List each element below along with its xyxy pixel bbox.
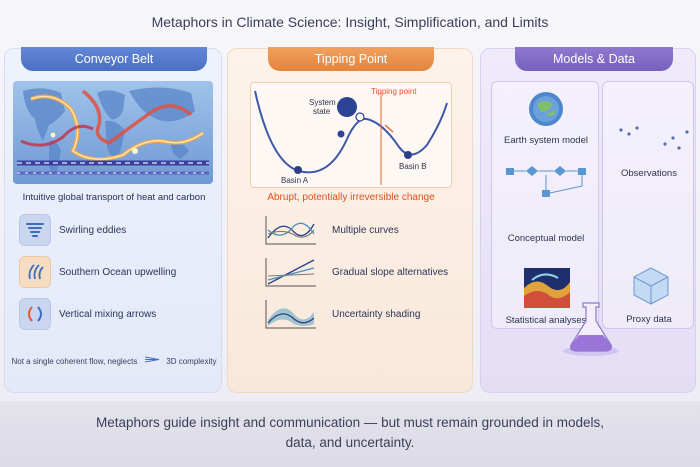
system-state-label-2: state bbox=[313, 107, 331, 116]
system-state-ball bbox=[337, 97, 357, 117]
conveyor-map-graphic bbox=[17, 87, 209, 175]
tipping-point-diagram: Tipping point System state Basin A Basin… bbox=[250, 82, 452, 188]
limitation-text-start: Not a single coherent flow, neglects bbox=[11, 357, 138, 366]
proxy-data-label: Proxy data bbox=[626, 314, 672, 325]
uncertainty-shading-label: Uncertainty shading bbox=[332, 308, 421, 320]
tipping-caption: Abrupt, potentially irreversible change bbox=[267, 192, 435, 203]
flowchart-icon bbox=[506, 166, 586, 197]
slope-alternatives-icon bbox=[265, 258, 316, 287]
models-data-panel: Models & Data Earth system model Concept… bbox=[480, 47, 696, 393]
globe-icon bbox=[529, 92, 563, 126]
system-state-label-1: System bbox=[309, 98, 336, 107]
conveyor-caption: Intuitive global transport of heat and c… bbox=[22, 192, 206, 203]
list-item: Multiple curves bbox=[264, 214, 399, 246]
footer-text: Metaphors guide insight and communicatio… bbox=[60, 413, 640, 453]
list-item: Southern Ocean upwelling bbox=[19, 256, 176, 288]
list-item: Swirling eddies bbox=[19, 214, 126, 246]
data-column: Observations Proxy data bbox=[602, 81, 694, 329]
list-item: Uncertainty shading bbox=[264, 298, 420, 330]
southern-ocean-upwelling-label: Southern Ocean upwelling bbox=[59, 266, 177, 278]
mixing-arrows-icon bbox=[19, 298, 51, 330]
uncertainty-shading-icon bbox=[265, 300, 316, 329]
upwelling-icon bbox=[19, 256, 51, 288]
limitation-text-end: 3D complexity bbox=[166, 357, 217, 366]
list-item: Vertical mixing arrows bbox=[19, 298, 156, 330]
conveyor-belt-panel: Conveyor Belt Intuitive global transport… bbox=[4, 47, 223, 393]
multiple-curves-icon bbox=[265, 216, 316, 245]
page-title: Metaphors in Climate Science: Insight, S… bbox=[151, 14, 549, 30]
conveyor-limitation: Not a single coherent flow, neglects 3D … bbox=[5, 351, 223, 369]
world-map-illustration bbox=[13, 81, 213, 184]
basin-b-label: Basin B bbox=[399, 162, 427, 171]
tipping-point-panel: Tipping Point Tipping point System state… bbox=[227, 47, 473, 393]
conveyor-belt-header: Conveyor Belt bbox=[21, 47, 207, 71]
footer-line-1: Metaphors guide insight and communicatio… bbox=[95, 415, 605, 430]
vertical-mixing-arrows-label: Vertical mixing arrows bbox=[59, 308, 157, 320]
gradual-slope-label: Gradual slope alternatives bbox=[332, 266, 449, 278]
potential-landscape-graphic bbox=[254, 90, 448, 185]
basin-a-label: Basin A bbox=[281, 176, 309, 185]
swirling-eddies-label: Swirling eddies bbox=[59, 224, 127, 236]
tipping-point-label: Tipping point bbox=[371, 87, 417, 96]
list-item: Gradual slope alternatives bbox=[264, 256, 448, 288]
swirl-icon bbox=[19, 214, 51, 246]
footer-line-2: data, and uncertainty. bbox=[285, 435, 415, 450]
tipping-point-header: Tipping Point bbox=[268, 47, 434, 71]
cube-icon bbox=[633, 267, 669, 305]
statistical-analyses-label: Statistical analyses bbox=[505, 315, 587, 326]
conceptual-model-label: Conceptual model bbox=[507, 233, 585, 244]
multiple-curves-label: Multiple curves bbox=[332, 224, 399, 236]
footer-banner: Metaphors guide insight and communicatio… bbox=[0, 401, 700, 467]
models-data-header: Models & Data bbox=[515, 47, 673, 71]
models-column: Earth system model Conceptual model Stat… bbox=[491, 81, 599, 329]
flask-icon bbox=[563, 302, 619, 356]
observations-label: Observations bbox=[621, 168, 677, 179]
basin-a-marker bbox=[294, 166, 302, 174]
multi-arrow-icon bbox=[144, 356, 159, 363]
basin-b-marker bbox=[404, 151, 412, 159]
earth-system-model-label: Earth system model bbox=[504, 135, 588, 146]
heatmap-icon bbox=[524, 268, 570, 308]
scatter-dots-icon bbox=[619, 126, 689, 150]
